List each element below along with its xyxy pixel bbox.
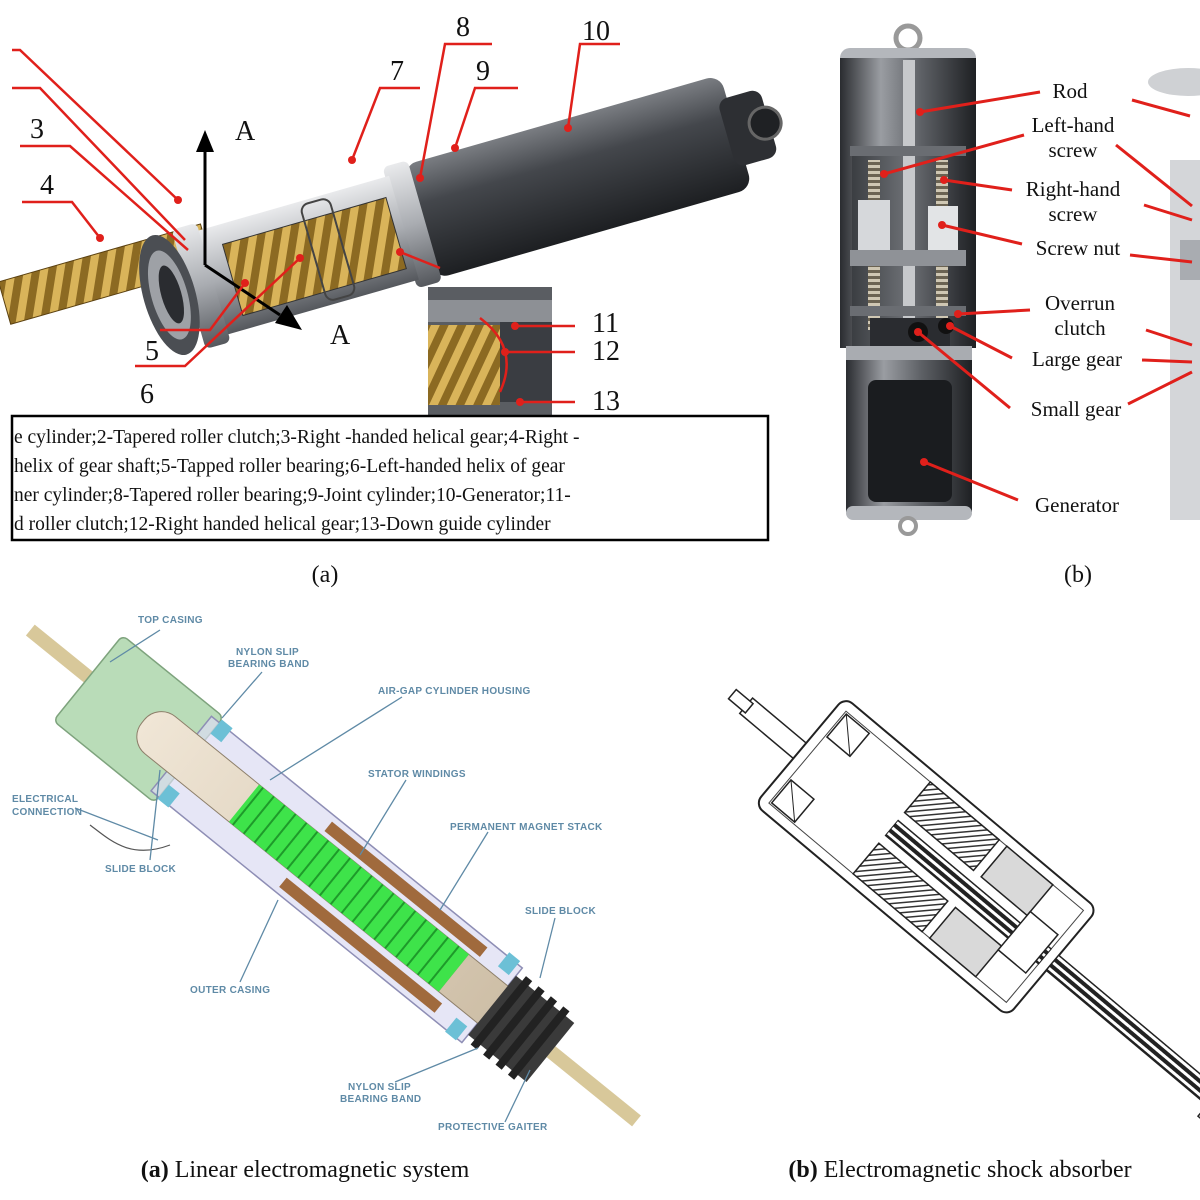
generator-body — [868, 380, 952, 502]
label-overrun-clutch-2: clutch — [1054, 316, 1106, 340]
panel-c-linear-electromagnetic-system: TOP CASING NYLON SLIP BEARING BAND AIR-G… — [12, 615, 641, 1183]
label-overrun-clutch-1: Overrun — [1045, 291, 1115, 315]
top-rod — [25, 624, 97, 686]
part-number-8: 8 — [456, 12, 470, 43]
label-large-gear: Large gear — [1032, 347, 1122, 371]
label-generator: Generator — [1035, 493, 1119, 517]
label-permanent-magnet: PERMANENT MAGNET STACK — [450, 822, 603, 833]
panel-b-dual-screw-absorber: Rod Left-hand screw Right-hand screw Scr… — [840, 23, 1200, 588]
stator-windings-top — [324, 821, 488, 957]
label-airgap: AIR-GAP CYLINDER HOUSING — [378, 686, 531, 697]
label-outer-casing: OUTER CASING — [190, 985, 270, 996]
label-left-hand-screw-2: screw — [1049, 138, 1099, 162]
label-slide-block-right: SLIDE BLOCK — [525, 906, 597, 917]
part-number-4: 4 — [40, 170, 54, 201]
part-number-10: 10 — [582, 16, 610, 47]
section-label-a-top: A — [235, 116, 256, 147]
parts-legend-box — [10, 414, 770, 542]
panel-d-caption: (b) Electromagnetic shock absorber — [788, 1157, 1131, 1183]
panel-b-caption: (b) — [1064, 562, 1092, 588]
legend-line-1: e cylinder;2-Tapered roller clutch;3-Rig… — [14, 427, 580, 448]
legend-line-3: ner cylinder;8-Tapered roller bearing;9-… — [14, 485, 571, 506]
label-right-hand-screw-2: screw — [1049, 202, 1099, 226]
label-electrical-2: CONNECTION — [12, 807, 82, 818]
label-left-hand-screw-1: Left-hand — [1032, 113, 1115, 137]
part-number-11: 11 — [592, 308, 619, 339]
protective-gaiter — [468, 975, 575, 1083]
panel-d-electromagnetic-shock-absorber: (b) Electromagnetic shock absorber — [727, 688, 1200, 1183]
label-electrical-1: ELECTRICAL — [12, 794, 78, 805]
part-number-12: 12 — [592, 336, 620, 367]
panel-d-caption-text: Electromagnetic shock absorber — [818, 1157, 1132, 1183]
bottom-rod — [546, 1046, 641, 1127]
label-slide-block-left: SLIDE BLOCK — [105, 864, 177, 875]
ball-screw-outer — [1045, 954, 1200, 1113]
panel-a-caption: (a) — [312, 562, 339, 588]
label-nylon-bottom-1: NYLON SLIP — [348, 1082, 411, 1093]
legend-line-2: helix of gear shaft;5-Tapped roller bear… — [14, 456, 565, 477]
slide-block-top-left — [210, 719, 233, 743]
label-screw-nut: Screw nut — [1036, 236, 1121, 260]
label-rod: Rod — [1052, 79, 1088, 103]
part-number-5: 5 — [145, 336, 159, 367]
slide-block-bottom-right — [445, 1017, 468, 1041]
label-protective-gaiter: PROTECTIVE GAITER — [438, 1122, 548, 1133]
panel-c-caption-letter: (a) — [141, 1157, 169, 1183]
permanent-magnet-stack — [228, 784, 469, 992]
section-arrow-diagonal — [204, 263, 281, 317]
section-label-a-bottom: A — [330, 320, 351, 351]
label-stator-windings: STATOR WINDINGS — [368, 769, 466, 780]
panel-b-leader-lines — [880, 90, 1193, 502]
coil-block-upper — [903, 780, 1001, 872]
ball-screw-inner — [884, 819, 1053, 965]
slide-block-top-right — [497, 952, 521, 976]
part-number-6: 6 — [140, 379, 154, 410]
part-number-3: 3 — [30, 114, 44, 145]
panel-a-shock-absorber-render: A A — [0, 12, 783, 588]
panel-c-caption: (a) Linear electromagnetic system — [141, 1157, 470, 1183]
panel-c-leader-lines — [74, 629, 556, 1123]
panel-c-caption-text: Linear electromagnetic system — [169, 1157, 470, 1183]
label-small-gear: Small gear — [1031, 397, 1121, 421]
electrical-wire — [89, 824, 171, 851]
panel-d-caption-letter: (b) — [788, 1157, 817, 1183]
part-number-7: 7 — [390, 56, 404, 87]
lifting-eye-top — [893, 23, 923, 53]
label-top-casing: TOP CASING — [138, 615, 203, 626]
rod — [903, 60, 915, 350]
label-nylon-top-2: BEARING BAND — [228, 659, 309, 670]
part-number-9: 9 — [476, 56, 490, 87]
label-nylon-bottom-2: BEARING BAND — [340, 1094, 421, 1105]
stator-windings-bottom — [279, 877, 443, 1013]
slide-block-bottom-left — [157, 784, 180, 808]
label-right-hand-screw-1: Right-hand — [1026, 177, 1121, 201]
label-nylon-top-1: NYLON SLIP — [236, 647, 299, 658]
legend-line-4: d roller clutch;12-Right handed helical … — [14, 514, 551, 535]
panel-a-leader-lines — [12, 42, 620, 406]
coil-block-lower — [852, 842, 949, 933]
part-number-13: 13 — [592, 386, 620, 417]
